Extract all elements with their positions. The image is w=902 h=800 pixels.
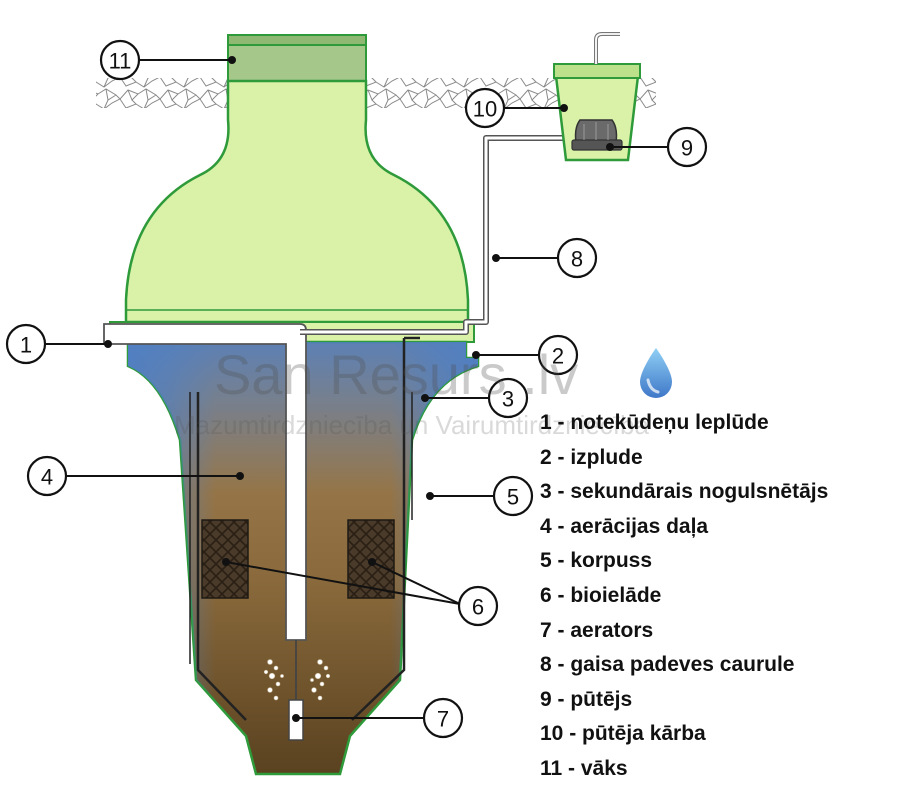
leader-dot-4 [236,472,244,480]
partition-left [196,392,247,721]
legend-item-3: 3 - sekundārais nogulsnētājs [540,480,829,504]
blower-base [571,139,623,151]
vent-pipe-outline [594,32,620,64]
callout-circle-10 [464,87,506,129]
leader-line-6a [225,561,461,605]
inlet-pipe [103,323,307,641]
callout-label-2: 2 [552,344,564,369]
leader-dot-6a [222,558,230,566]
legend: 1 - notekūdeņu leplūde 2 - izplude 3 - s… [540,406,828,787]
legend-item-8: 8 - gaisa padeves caurule [540,653,795,677]
leader-dot-10 [560,104,568,112]
tank-dome [124,79,470,324]
callout-circle-4 [26,455,68,497]
partition-right [351,338,406,721]
callout-label-6: 6 [472,595,484,620]
legend-item-10: 10 - pūtēja kārba [540,722,706,746]
callout-circle-6 [457,585,499,627]
callout-circle-11 [99,39,141,81]
callout-label-4: 4 [41,465,53,490]
callout-label-8: 8 [571,247,583,272]
callout-circle-8 [556,237,598,279]
callout-circle-2 [537,334,579,376]
callout-label-3: 3 [502,387,514,412]
legend-item-4: 4 - aerācijas daļa [540,514,709,538]
leader-dot-3 [421,394,429,402]
legend-item-1: 1 - notekūdeņu leplūde [540,411,769,434]
vent-pipe [595,33,620,64]
leader-dot-11 [228,56,236,64]
legend-item-2: 2 - izplude [540,445,643,469]
legend-item-6: 6 - bioielāde [540,583,662,607]
callout-label-11: 11 [109,49,132,74]
air-bubbles [263,659,331,701]
leader-dot-7 [292,714,300,722]
callout-label-7: 7 [437,707,449,732]
leader-dot-6b [368,558,376,566]
lid-rim [227,34,367,46]
leader-dot-5 [426,492,434,500]
leader-dot-1 [104,340,112,348]
callout-circle-1 [5,323,47,365]
callout-circle-9 [666,126,708,168]
air-supply-pipe [300,136,572,334]
callout-label-9: 9 [681,136,693,161]
legend-item-5: 5 - korpuss [540,549,653,573]
legend-item-11: 11 - vāks [540,756,628,780]
blower-box-lid [553,63,641,79]
callout-circle-5 [492,475,534,517]
legend-item-7: 7 - aerators [540,618,654,642]
leader-dot-2 [472,351,480,359]
legend-item-9: 9 - pūtējs [540,687,633,711]
leader-line-6b [371,561,461,605]
callout-circle-3 [487,377,529,419]
callout-label-10: 10 [473,97,497,122]
callout-label-5: 5 [507,485,519,510]
leader-dot-8 [492,254,500,262]
leader-dot-9 [606,143,614,151]
callout-label-1: 1 [20,333,32,358]
callout-circle-7 [422,697,464,739]
